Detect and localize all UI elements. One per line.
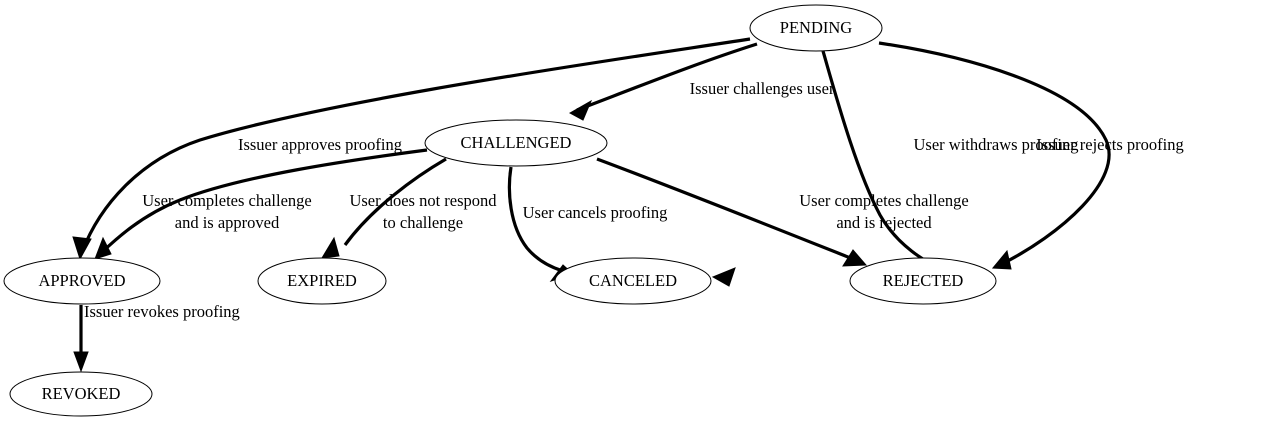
edge-pending-approved-arrowhead [72,236,92,261]
edge-label-challenged-rejected-line1: User completes challenge [799,191,969,210]
edge-pending-rejected [878,41,1111,270]
edge-pending-approved-path [80,37,751,253]
edge-challenged-expired [321,157,447,259]
node-pending-label: PENDING [780,18,852,37]
edge-label-challenged-expired-line2: to challenge [383,213,463,232]
edge-label-approved-revoked: Issuer revokes proofing [84,302,240,321]
edge-label-challenged-expired: User does not respond to challenge [349,191,497,232]
edge-pending-challenged [568,42,758,121]
node-approved[interactable]: APPROVED [3,257,161,305]
node-canceled-label: CANCELED [589,271,677,290]
node-challenged[interactable]: CHALLENGED [424,119,608,167]
edge-challenged-expired-arrowhead [321,236,340,259]
edge-pending-rejected-arrowhead [991,249,1012,270]
node-expired-shape[interactable] [257,257,387,305]
edge-challenged-approved-path [98,148,428,256]
node-approved-shape[interactable] [3,257,161,305]
edge-approved-revoked [73,305,89,373]
edge-label-challenged-approved-line2: and is approved [175,213,280,232]
edge-challenged-rejected-path [596,157,859,263]
edge-challenged-approved [94,148,428,260]
edge-label-challenged-rejected-line2: and is rejected [836,213,932,232]
edge-approved-revoked-arrowhead [73,351,89,373]
edge-label-challenged-canceled: User cancels proofing [523,203,668,222]
edge-label-pending-rejected: Issuer rejects proofing [1036,135,1184,154]
edge-challenged-canceled-path [507,166,564,273]
edge-label-challenged-expired-line1: User does not respond [349,191,497,210]
edge-label-challenged-approved: User completes challenge and is approved [142,191,312,232]
node-rejected[interactable]: REJECTED [849,257,997,305]
node-canceled-shape[interactable] [554,257,712,305]
edge-label-challenged-rejected: User completes challenge and is rejected [799,191,969,232]
edge-challenged-canceled [507,166,574,282]
node-challenged-shape[interactable] [424,119,608,167]
edge-label-pending-approved: Issuer approves proofing [238,135,402,154]
edge-challenged-approved-arrowhead [94,236,112,260]
node-approved-label: APPROVED [38,271,125,290]
node-rejected-shape[interactable] [849,257,997,305]
edge-pending-canceled-path [821,50,946,273]
node-pending[interactable]: PENDING [749,4,883,52]
edge-label-pending-challenged: Issuer challenges user [690,79,835,98]
node-pending-shape[interactable] [749,4,883,52]
node-revoked[interactable]: REVOKED [9,371,153,417]
node-rejected-label: REJECTED [883,271,964,290]
node-expired-label: EXPIRED [287,271,357,290]
node-revoked-label: REVOKED [42,384,121,403]
edge-challenged-expired-path [343,157,447,246]
edge-challenged-rejected-arrowhead [842,249,868,267]
node-canceled[interactable]: CANCELED [554,257,712,305]
edge-pending-approved [72,37,751,261]
node-challenged-label: CHALLENGED [461,133,572,152]
edge-label-challenged-approved-line1: User completes challenge [142,191,312,210]
edge-pending-challenged-arrowhead [568,99,593,121]
edge-label-pending-canceled: User withdraws proofing [914,135,1079,154]
edge-challenged-rejected [596,157,868,267]
node-expired[interactable]: EXPIRED [257,257,387,305]
edge-pending-challenged-path [576,42,758,112]
node-revoked-shape[interactable] [9,371,153,417]
edge-pending-canceled-arrowhead [711,267,736,287]
edge-pending-rejected-path [878,41,1111,267]
